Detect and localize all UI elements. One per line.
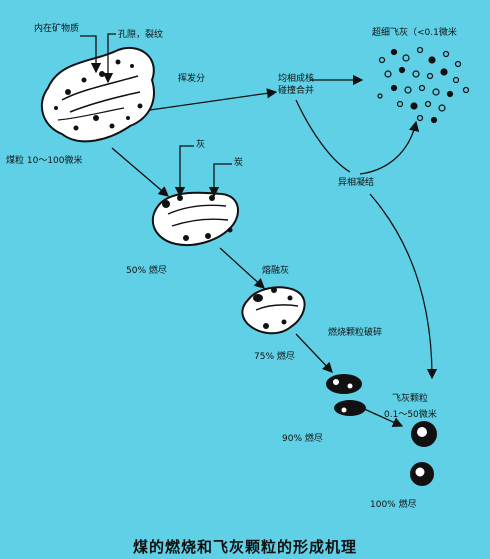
burn90-to-100-arrow	[361, 407, 404, 428]
carbon-pointer	[208, 163, 232, 198]
ultrafine-particles	[377, 46, 470, 124]
hetero-to-flyash-arrow	[369, 193, 438, 380]
flyash-particles	[410, 421, 437, 486]
label-flyash-size: 0.1～50微米	[384, 410, 437, 420]
label-coal: 煤粒 10～100微米	[6, 156, 83, 166]
label-hetero: 异相凝结	[338, 178, 375, 188]
label-pores: 孔隙，裂纹	[118, 30, 164, 40]
particle-75-burned	[241, 286, 306, 335]
label-ash: 灰	[196, 140, 206, 150]
label-collide: 碰撞合并	[278, 86, 315, 96]
hetero-to-ultrafine-arrow	[359, 120, 420, 175]
label-fragment: 燃烧颗粒破碎	[328, 328, 383, 338]
label-burn50: 50% 燃尽	[126, 266, 167, 276]
label-carbon: 炭	[234, 158, 244, 168]
pores-pointer	[102, 33, 116, 84]
label-burn75: 75% 燃尽	[254, 352, 295, 362]
label-ultrafine: 超细飞灰（<0.1微米	[372, 28, 457, 38]
label-homo: 均相成核	[278, 74, 315, 84]
evaporate-arrow	[149, 88, 278, 111]
particle-90-burned	[326, 374, 366, 416]
label-molten: 熔融灰	[262, 266, 290, 276]
diagram-title: 煤的燃烧和飞灰颗粒的形成机理	[132, 538, 357, 556]
label-flyash: 飞灰颗粒	[392, 394, 429, 404]
label-mineral: 内在矿物质	[34, 24, 80, 34]
burn75-to-90-arrow	[295, 333, 333, 373]
label-evaporate: 挥发分	[178, 74, 206, 84]
mineral-pointer	[80, 35, 102, 74]
burn50-to-75-arrow	[219, 247, 265, 289]
coal-particle	[40, 47, 155, 143]
coal-to-50-arrow	[111, 147, 169, 197]
ash-pointer	[174, 145, 194, 198]
particle-50-burned	[151, 191, 239, 246]
label-burn100: 100% 燃尽	[370, 500, 417, 510]
label-burn90: 90% 燃尽	[282, 434, 323, 444]
homo-to-hetero-line	[295, 99, 351, 173]
